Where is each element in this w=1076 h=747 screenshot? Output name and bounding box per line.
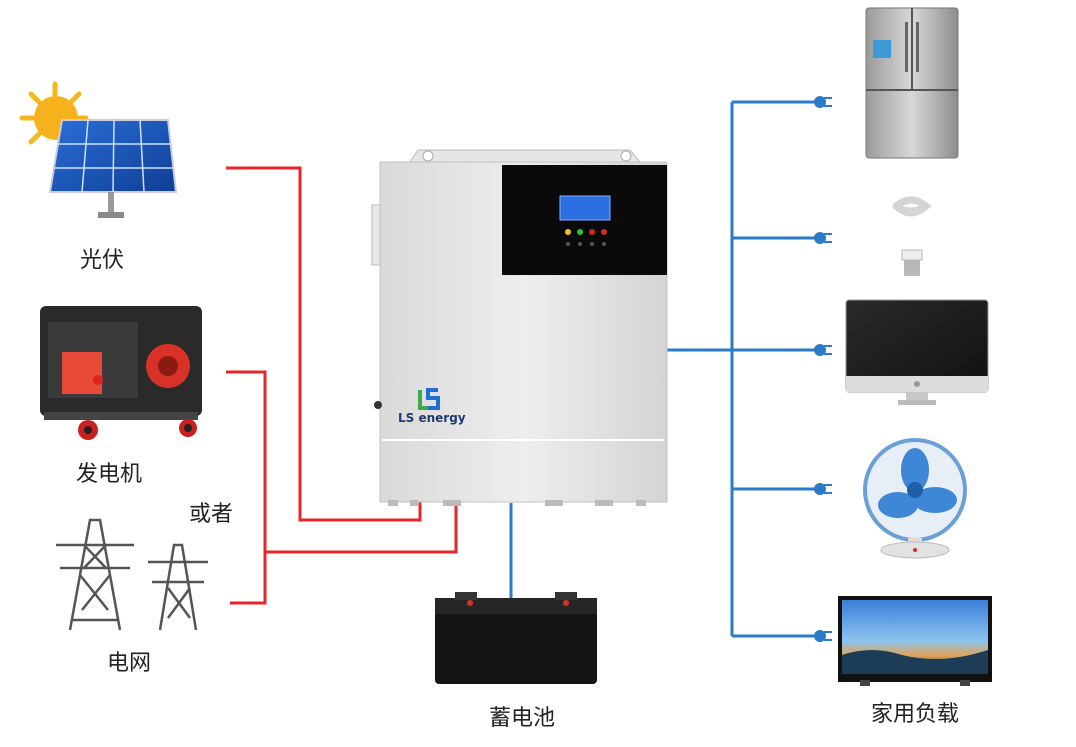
fan-icon — [863, 438, 967, 559]
grid-tower-icon — [56, 518, 134, 631]
generator-icon — [40, 306, 202, 440]
plug-icon — [814, 96, 832, 108]
inverter-brand: LS energy — [398, 411, 466, 425]
control-button — [602, 242, 606, 246]
status-led — [601, 229, 607, 235]
solar-line — [226, 166, 422, 522]
bulb-icon — [892, 196, 932, 276]
status-led — [589, 229, 595, 235]
grid-line — [265, 500, 458, 554]
grid-tower-icon — [148, 543, 208, 631]
inverter-logo — [418, 388, 440, 410]
plug-icon — [814, 344, 832, 356]
plug-icons — [814, 96, 832, 642]
solar-panel-icon — [48, 119, 178, 218]
fridge-icon — [865, 7, 959, 159]
input-lines — [226, 166, 458, 605]
inverter-leds — [565, 229, 607, 246]
plug-icon — [814, 630, 832, 642]
status-led — [577, 229, 583, 235]
loads-label: 家用负载 — [871, 702, 960, 727]
control-button — [578, 242, 582, 246]
generator-line — [226, 370, 267, 605]
control-button — [590, 242, 594, 246]
output-lines — [667, 100, 822, 638]
plug-icon — [814, 232, 832, 244]
monitor-icon — [845, 299, 989, 405]
or-label: 或者 — [189, 502, 234, 527]
grid-label: 电网 — [107, 651, 152, 676]
inverter-ports — [388, 500, 646, 506]
inverter-icon — [371, 149, 668, 506]
solar-label: 光伏 — [80, 248, 125, 273]
generator-label: 发电机 — [76, 462, 143, 487]
tv-icon — [838, 596, 992, 686]
battery-label: 蓄电池 — [489, 706, 556, 731]
battery-icon — [435, 592, 597, 684]
status-led — [565, 229, 571, 235]
plug-icon — [814, 483, 832, 495]
control-button — [566, 242, 570, 246]
